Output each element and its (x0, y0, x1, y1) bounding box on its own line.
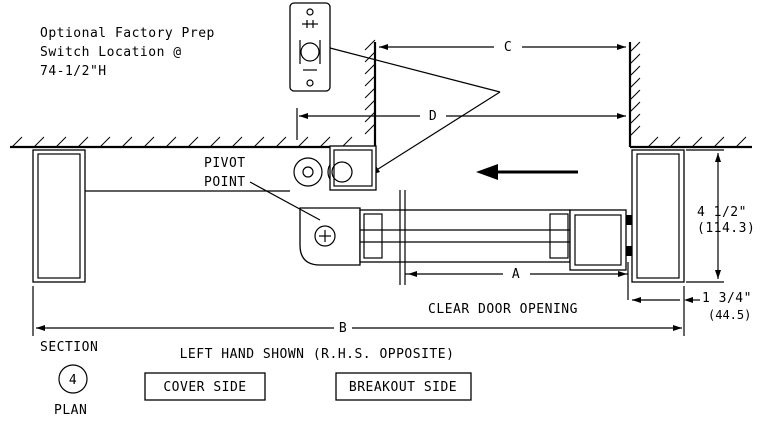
depth-dimension (686, 149, 724, 283)
depth-metric-label: (114.3) (697, 221, 755, 236)
section-view: PLAN (54, 403, 87, 418)
dimension-d (296, 108, 626, 140)
section-marker-icon (58, 364, 88, 394)
dimension-b-label: B (339, 321, 347, 336)
jamb-imperial-label: 1 3/4" (702, 291, 752, 306)
upper-wall (364, 39, 641, 147)
dimension-a (405, 262, 629, 300)
pivot-note-line-1: PIVOT (204, 156, 246, 171)
dimension-d-label: D (429, 109, 437, 124)
jamb-metric-label: (44.5) (708, 308, 751, 322)
left-jamb (32, 149, 86, 283)
switch-note-line-1: Optional Factory Prep (40, 26, 215, 41)
legend-cover-side-label: COVER SIDE (163, 380, 246, 395)
section-title: SECTION (40, 340, 98, 355)
jamb-dimension (632, 297, 700, 303)
switch-leader-line (329, 47, 501, 93)
hand-note: LEFT HAND SHOWN (R.H.S. OPPOSITE) (180, 347, 455, 362)
dimension-b (32, 286, 685, 336)
switch-note-line-3: 74-1/2"H (40, 64, 107, 79)
legend-cover-side: COVER SIDE (144, 372, 266, 401)
switch-note-line-2: Switch Location @ (40, 45, 182, 60)
depth-imperial-label: 4 1/2" (697, 205, 747, 220)
wall-line (10, 136, 752, 149)
dimension-a-label: A (512, 267, 520, 282)
switch-plate-icon (289, 2, 331, 92)
door-panel (299, 190, 632, 285)
section-number: 4 (69, 373, 77, 388)
pivot-mechanism (293, 145, 377, 191)
switch-leader-line-2 (366, 91, 501, 177)
dimension-c (379, 44, 626, 50)
dimension-c-label: C (504, 40, 512, 55)
pivot-leader-line (249, 181, 321, 221)
pivot-note-line-2: POINT (204, 175, 246, 190)
clear-opening-label: CLEAR DOOR OPENING (428, 302, 578, 317)
direction-arrow-icon (476, 164, 578, 180)
right-jamb (631, 149, 685, 283)
legend-breakout-side-label: BREAKOUT SIDE (349, 380, 457, 395)
legend-breakout-side: BREAKOUT SIDE (335, 372, 472, 401)
